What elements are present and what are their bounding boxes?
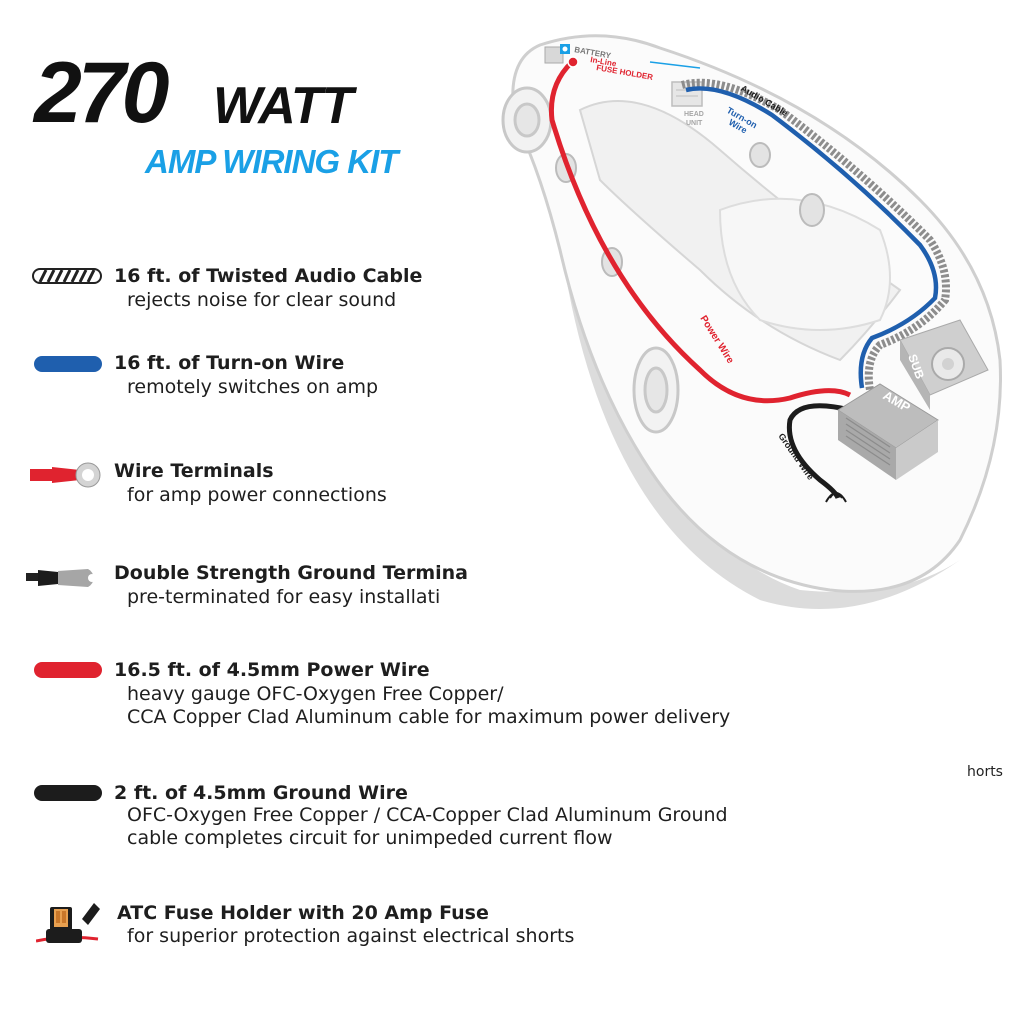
- feature-desc: for superior protection against electric…: [127, 925, 575, 947]
- feature-desc: CCA Copper Clad Aluminum cable for maxim…: [127, 706, 731, 728]
- feature-desc: rejects noise for clear sound: [127, 289, 397, 311]
- feature-title: 2 ft. of 4.5mm Ground Wire: [114, 782, 408, 804]
- feature-desc: remotely switches on amp: [127, 376, 379, 398]
- feature-title: ATC Fuse Holder with 20 Amp Fuse: [117, 902, 489, 924]
- feature-desc: pre-terminated for easy installati: [127, 586, 441, 608]
- feature-title: 16 ft. of Twisted Audio Cable: [114, 265, 423, 287]
- feature-title: 16 ft. of Turn-on Wire: [114, 352, 345, 374]
- feature-desc: cable completes circuit for unimpeded cu…: [127, 827, 613, 849]
- power-wire-icon: [34, 662, 102, 678]
- feature-desc: OFC-Oxygen Free Copper / CCA-Copper Clad…: [127, 804, 728, 826]
- ground-wire-path: [786, 403, 851, 500]
- feature-title: 16.5 ft. of 4.5mm Power Wire: [114, 659, 430, 681]
- turn-on-wire-icon: [34, 356, 102, 372]
- ground-symbol-icon: [825, 492, 847, 503]
- fuse-holder-icon: [36, 903, 100, 943]
- rear-wheel: [632, 346, 680, 434]
- ground-wire-icon: [34, 785, 102, 801]
- title-unit: WATT: [213, 77, 353, 135]
- title-wattage: 270: [34, 45, 169, 141]
- power-wire-path: [548, 60, 852, 404]
- head-unit-label: UNIT: [686, 120, 703, 127]
- amp-icon: [837, 383, 939, 480]
- subwoofer-icon: [899, 319, 989, 410]
- audio-cable-path: [680, 78, 950, 391]
- battery-icon: [544, 44, 570, 64]
- front-wheel: [501, 86, 553, 154]
- car-wiring-diagram: HEAD UNIT BATTERY In-Line FUSE HOLDER Po…: [501, 34, 1002, 609]
- feature-desc: for amp power connections: [127, 484, 387, 506]
- twisted-audio-cable-icon: [32, 268, 102, 284]
- head-unit-label: HEAD: [684, 111, 704, 118]
- subtitle: AMP WIRING KIT: [145, 143, 398, 180]
- wire-terminal-icon: [30, 462, 101, 488]
- ground-terminal-icon: [26, 569, 96, 587]
- turn-on-wire-path: [685, 86, 939, 389]
- feature-title: Wire Terminals: [114, 460, 274, 482]
- feature-desc: heavy gauge OFC-Oxygen Free Copper/: [127, 683, 504, 705]
- stray-text: horts: [967, 764, 1003, 780]
- feature-title: Double Strength Ground Termina: [114, 562, 468, 584]
